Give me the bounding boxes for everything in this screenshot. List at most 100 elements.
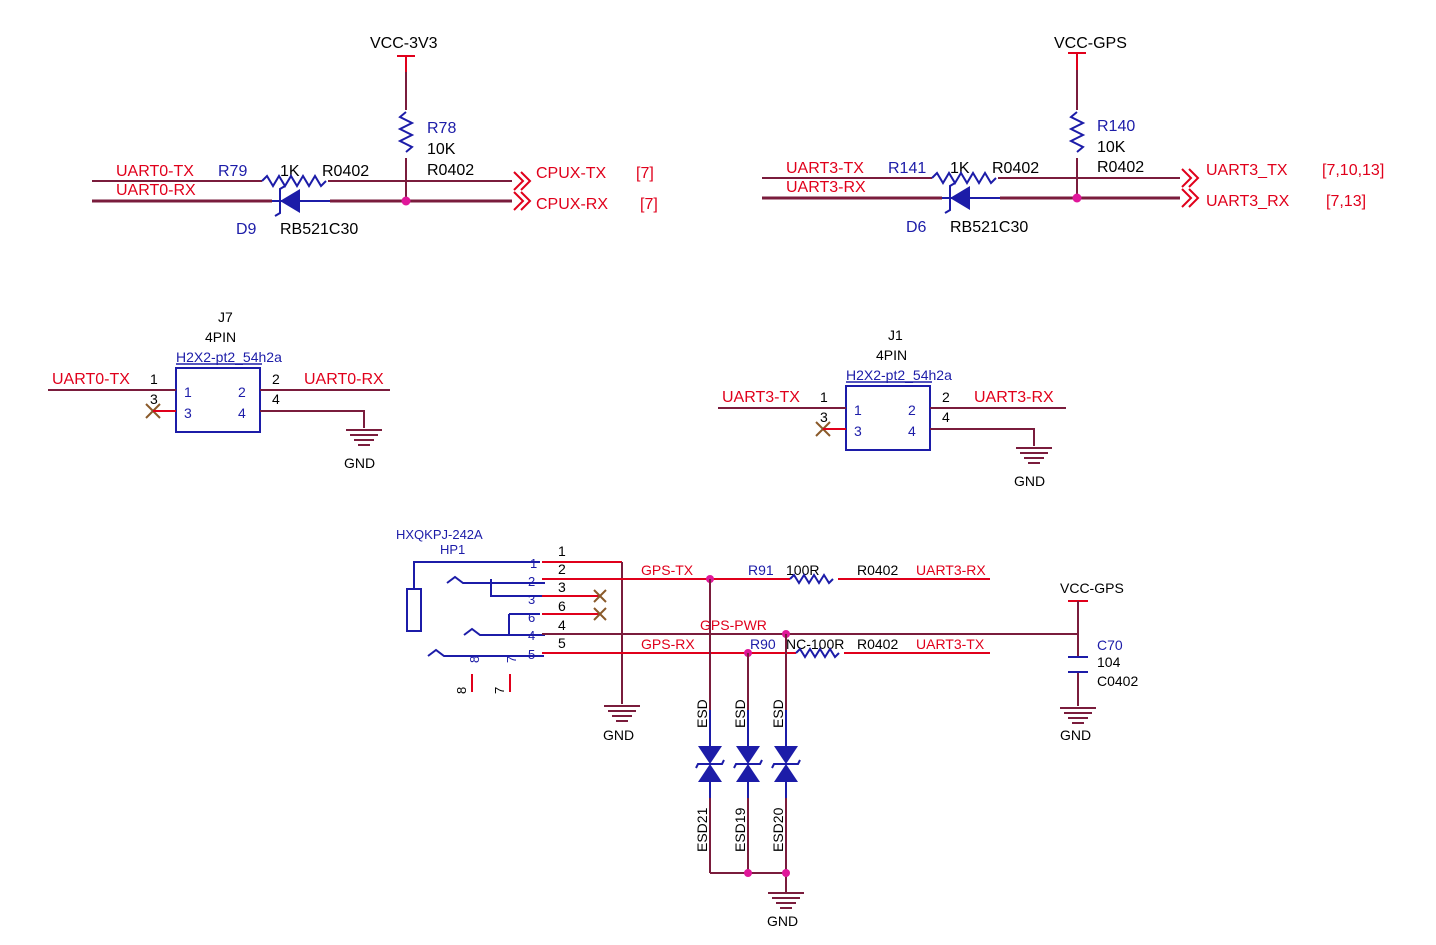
r91-net: UART3-RX <box>916 562 986 578</box>
j1-pin-3: 3 <box>854 423 862 439</box>
uart3-power-label: VCC-GPS <box>1054 35 1127 52</box>
r140-ref: R140 <box>1097 118 1135 135</box>
j7-ref: J7 <box>218 309 233 325</box>
esd20-value: ESD <box>770 699 786 728</box>
ground-icon <box>1016 447 1052 464</box>
ground-icon <box>346 429 382 446</box>
ground-icon <box>768 892 804 909</box>
junction-dot <box>1072 193 1082 203</box>
esd-diode-esd20-icon <box>771 710 801 798</box>
uart3-rx-pages: [7,13] <box>1326 193 1366 210</box>
junction-dot <box>744 869 752 877</box>
j1-ref: J1 <box>888 327 903 343</box>
j1-wire-pin-2: 2 <box>942 389 950 405</box>
hp1-inner-pin-5: 5 <box>528 647 535 662</box>
jack-body-icon <box>406 561 545 657</box>
uart3-tx-port: UART3_TX <box>1206 162 1288 179</box>
j7-pin-4: 4 <box>238 405 246 421</box>
r141-footprint: R0402 <box>992 160 1039 177</box>
hp1-pin-4: 4 <box>558 617 566 633</box>
uart0-rx-net-label: UART0-RX <box>116 182 196 199</box>
j1-gnd-label: GND <box>1014 473 1045 489</box>
hp1-gnd-label: GND <box>603 727 634 743</box>
r79-footprint: R0402 <box>322 163 369 180</box>
r90-footprint: R0402 <box>857 636 898 652</box>
hp1-pin-6: 6 <box>558 598 566 614</box>
j1-pin-1: 1 <box>854 402 862 418</box>
no-connect-icon <box>593 589 607 603</box>
connector-j7: J7 4PIN H2X2-pt2_54h2a 1 2 3 4 UART0-TX … <box>48 309 390 471</box>
j7-wire-pin-3: 3 <box>150 391 158 407</box>
j7-net-left: UART0-TX <box>52 371 130 388</box>
r78-footprint: R0402 <box>427 162 474 179</box>
cpux-tx-pages: [7] <box>636 165 654 182</box>
d6-ref: D6 <box>906 219 927 236</box>
j1-value: 4PIN <box>876 347 907 363</box>
r78-value: 10K <box>427 141 456 158</box>
r79-value: 1K <box>280 163 300 180</box>
junction-dot <box>782 869 790 877</box>
j7-body <box>175 367 261 433</box>
j1-pin-2: 2 <box>908 402 916 418</box>
connector-j1: J1 4PIN H2X2-pt2_54h2a 1 2 3 4 UART3-TX … <box>718 327 1066 489</box>
r91-ref: R91 <box>748 562 774 578</box>
hp1-pin-2: 2 <box>558 561 566 577</box>
no-connect-icon <box>593 607 607 621</box>
c70-ref: C70 <box>1097 637 1123 653</box>
j1-pin-4: 4 <box>908 423 916 439</box>
cpux-tx-port: CPUX-TX <box>536 165 607 182</box>
hp1-bottom-wire-8: 8 <box>454 687 469 694</box>
uart0-power-symbol <box>397 55 415 110</box>
hp1-bottom-wire-7: 7 <box>492 687 507 694</box>
r90-value: NC-100R <box>786 636 844 652</box>
esd19-value: ESD <box>732 699 748 728</box>
j7-pin-2: 2 <box>238 384 246 400</box>
esd-diode-esd21-icon <box>695 710 725 798</box>
esd19-ref: ESD19 <box>732 807 748 852</box>
uart3-rx-port: UART3_RX <box>1206 193 1290 210</box>
esd21-ref: ESD21 <box>694 807 710 852</box>
hp1-part: HXQKPJ-242A <box>396 527 483 542</box>
r90-net: UART3-TX <box>916 636 985 652</box>
r140-footprint: R0402 <box>1097 159 1144 176</box>
hp1-inner-pin-3: 3 <box>528 592 535 607</box>
c70-power-label: VCC-GPS <box>1060 580 1124 596</box>
d6-part: RB521C30 <box>950 219 1028 236</box>
ground-icon <box>1060 707 1096 724</box>
j7-gnd-label: GND <box>344 455 375 471</box>
j7-pin-1: 1 <box>184 384 192 400</box>
pullup-resistor-r140 <box>1068 111 1086 153</box>
ground-icon <box>604 705 640 722</box>
headphone-jack-hp1: HXQKPJ-242A HP1 1 2 3 6 4 5 1 2 3 6 4 5 <box>396 527 640 743</box>
j1-footprint: H2X2-pt2_54h2a <box>846 367 952 383</box>
j1-net-left: UART3-TX <box>722 389 800 406</box>
r78-ref: R78 <box>427 120 456 137</box>
r90-ref: R90 <box>750 636 776 652</box>
j7-footprint: H2X2-pt2_54h2a <box>176 349 282 365</box>
esd20-ref: ESD20 <box>770 807 786 852</box>
j7-net-right: UART0-RX <box>304 371 384 388</box>
uart0-circuit: VCC-3V3 R78 10K R0402 UART0-TX R79 1K R0… <box>92 35 658 238</box>
offpage-connector-icon <box>513 171 532 191</box>
uart3-circuit: VCC-GPS R140 10K R0402 UART3-TX R141 1K … <box>762 35 1384 236</box>
d9-ref: D9 <box>236 221 257 238</box>
j1-net-right: UART3-RX <box>974 389 1054 406</box>
uart0-tx-net-label: UART0-TX <box>116 163 194 180</box>
c70-footprint: C0402 <box>1097 673 1138 689</box>
gps-interface: GPS-TX R91 100R R0402 UART3-RX GPS-PWR G… <box>542 562 1138 929</box>
series-resistor-r79 <box>261 174 327 188</box>
r79-ref: R79 <box>218 163 247 180</box>
j7-wire-pin-2: 2 <box>272 371 280 387</box>
diode-d6-icon <box>942 182 1000 214</box>
hp1-inner-pin-6: 6 <box>528 610 535 625</box>
c70-value: 104 <box>1097 654 1121 670</box>
j1-wire-pin-3: 3 <box>820 409 828 425</box>
j7-wire-pin-4: 4 <box>272 391 280 407</box>
gps-tx-net-label: GPS-TX <box>641 562 694 578</box>
uart3-power-symbol <box>1068 52 1086 110</box>
r141-ref: R141 <box>888 160 926 177</box>
esd-gnd-label: GND <box>767 913 798 929</box>
hp1-bottom-pin-8: 8 <box>467 656 482 663</box>
resistor-r91 <box>789 573 834 585</box>
